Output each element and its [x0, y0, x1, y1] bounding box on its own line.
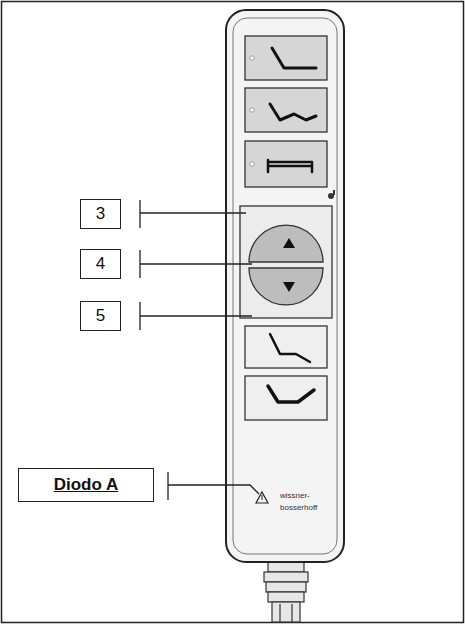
button-icons [268, 48, 316, 402]
led-dots [250, 56, 254, 166]
handset-body [226, 10, 344, 562]
handset-inner-edge [233, 18, 337, 554]
leader-lines [140, 200, 259, 500]
down-arrow [283, 282, 295, 292]
cable-connector [264, 558, 308, 622]
buttons [240, 36, 332, 420]
warning-mark [262, 495, 263, 500]
callout-number: 4 [80, 249, 121, 279]
up-arrow [283, 238, 295, 248]
brand-logo: wissner- bosserhoff [280, 490, 326, 514]
key-symbol [328, 190, 335, 199]
callout-number: 5 [80, 301, 121, 331]
part-name: Diodo A [18, 468, 154, 502]
callout-number: 3 [80, 199, 121, 229]
